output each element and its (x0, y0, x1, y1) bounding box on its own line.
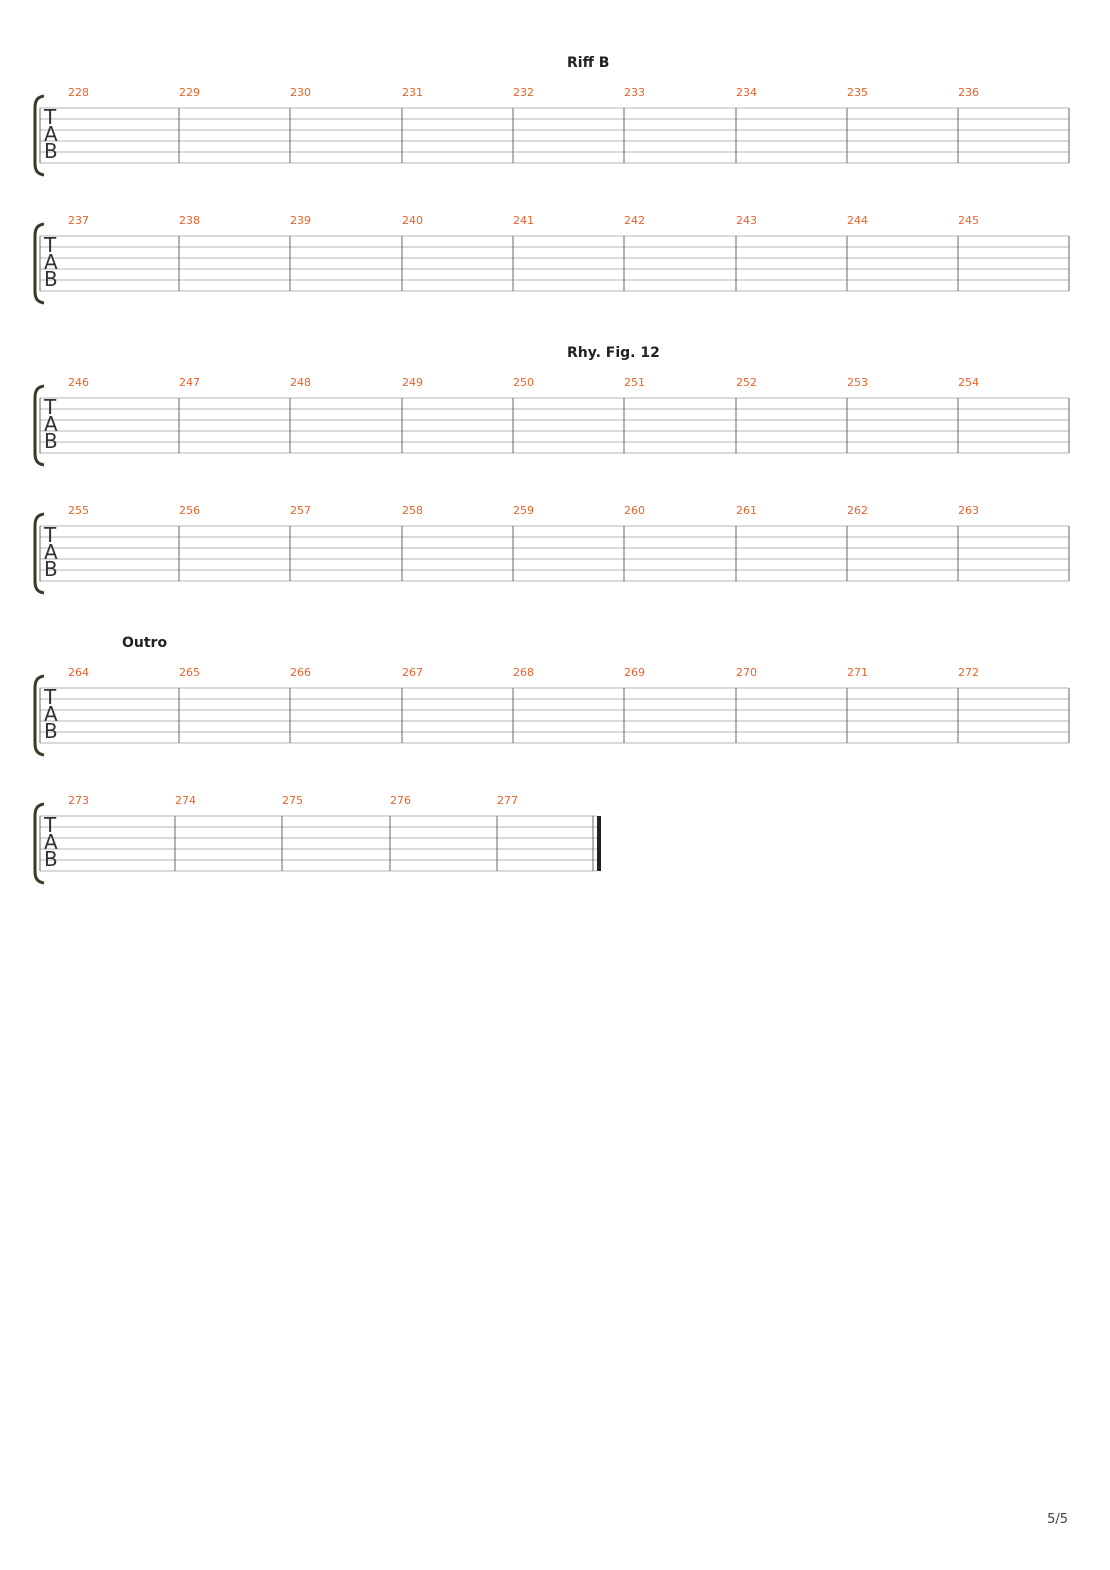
measure-number: 269 (624, 666, 645, 679)
measure-number: 249 (402, 376, 423, 389)
measure-number: 270 (736, 666, 757, 679)
measure-number: 264 (68, 666, 89, 679)
tab-clef-letter: T (43, 523, 57, 547)
page-number: 5/5 (1047, 1512, 1068, 1527)
system-bracket (33, 94, 45, 177)
measure-number: 277 (497, 794, 518, 807)
measure-number: 271 (847, 666, 868, 679)
measure-number: 246 (68, 376, 89, 389)
measure-number: 273 (68, 794, 89, 807)
tab-clef-letter: A (44, 412, 58, 436)
measure-number: 251 (624, 376, 645, 389)
section-label: Riff B (567, 55, 609, 71)
measure-number: 234 (736, 86, 757, 99)
measure-number: 245 (958, 214, 979, 227)
measure-number: 247 (179, 376, 200, 389)
tab-clef-letter: A (44, 540, 58, 564)
measure-number: 276 (390, 794, 411, 807)
system-bracket (33, 222, 45, 305)
system-bracket (33, 802, 45, 885)
tab-system: Riff B TAB 228 229 230 231 232 233 234 235 236 (33, 55, 1070, 177)
section-label: Rhy. Fig. 12 (567, 345, 660, 361)
tab-system: TAB 255 256 257 258 259 260 261 262 263 (33, 504, 1070, 595)
measure-number: 257 (290, 504, 311, 517)
measure-number: 266 (290, 666, 311, 679)
tab-clef-letter: B (44, 139, 58, 163)
tab-clef-letter: B (44, 847, 58, 871)
measure-number: 244 (847, 214, 868, 227)
measure-number: 260 (624, 504, 645, 517)
tab-clef-letter: A (44, 122, 58, 146)
measure-number: 232 (513, 86, 534, 99)
measure-number: 265 (179, 666, 200, 679)
tab-clef-letter: T (43, 813, 57, 837)
tab-clef-letter: T (43, 395, 57, 419)
tab-clef-letter: B (44, 557, 58, 581)
tab-clef-letter: A (44, 702, 58, 726)
measure-number: 250 (513, 376, 534, 389)
tab-system: TAB 237 238 239 240 241 242 243 244 245 (33, 214, 1070, 305)
measure-number: 261 (736, 504, 757, 517)
tab-clef-letter: B (44, 267, 58, 291)
system-bracket (33, 384, 45, 467)
measure-number: 237 (68, 214, 89, 227)
measure-number: 233 (624, 86, 645, 99)
tab-clef-letter: T (43, 685, 57, 709)
section-label: Outro (122, 635, 167, 651)
measure-number: 263 (958, 504, 979, 517)
measure-number: 248 (290, 376, 311, 389)
measure-number: 274 (175, 794, 196, 807)
measure-number: 253 (847, 376, 868, 389)
tab-clef-letter: B (44, 719, 58, 743)
measure-number: 256 (179, 504, 200, 517)
measure-number: 242 (624, 214, 645, 227)
measure-number: 240 (402, 214, 423, 227)
measure-number: 228 (68, 86, 89, 99)
measure-number: 268 (513, 666, 534, 679)
tab-clef-letter: A (44, 250, 58, 274)
measure-number: 239 (290, 214, 311, 227)
measure-number: 241 (513, 214, 534, 227)
measure-number: 267 (402, 666, 423, 679)
tab-clef-letter: A (44, 830, 58, 854)
tab-clef-letter: T (43, 105, 57, 129)
measure-number: 255 (68, 504, 89, 517)
system-bracket (33, 512, 45, 595)
measure-number: 243 (736, 214, 757, 227)
final-barline-thick (597, 816, 601, 871)
measure-number: 272 (958, 666, 979, 679)
tab-system: TAB 273 274 275 276 277 (33, 794, 601, 885)
tab-system: Rhy. Fig. 12 TAB 246 247 248 249 250 251 252 253 2… (33, 345, 1070, 467)
measure-number: 235 (847, 86, 868, 99)
tab-clef-letter: B (44, 429, 58, 453)
measure-number: 230 (290, 86, 311, 99)
measure-number: 252 (736, 376, 757, 389)
system-bracket (33, 674, 45, 757)
measure-number: 262 (847, 504, 868, 517)
measure-number: 258 (402, 504, 423, 517)
measure-number: 229 (179, 86, 200, 99)
measure-number: 259 (513, 504, 534, 517)
measure-number: 275 (282, 794, 303, 807)
tab-clef-letter: T (43, 233, 57, 257)
measure-number: 236 (958, 86, 979, 99)
measure-number: 231 (402, 86, 423, 99)
measure-number: 254 (958, 376, 979, 389)
measure-number: 238 (179, 214, 200, 227)
